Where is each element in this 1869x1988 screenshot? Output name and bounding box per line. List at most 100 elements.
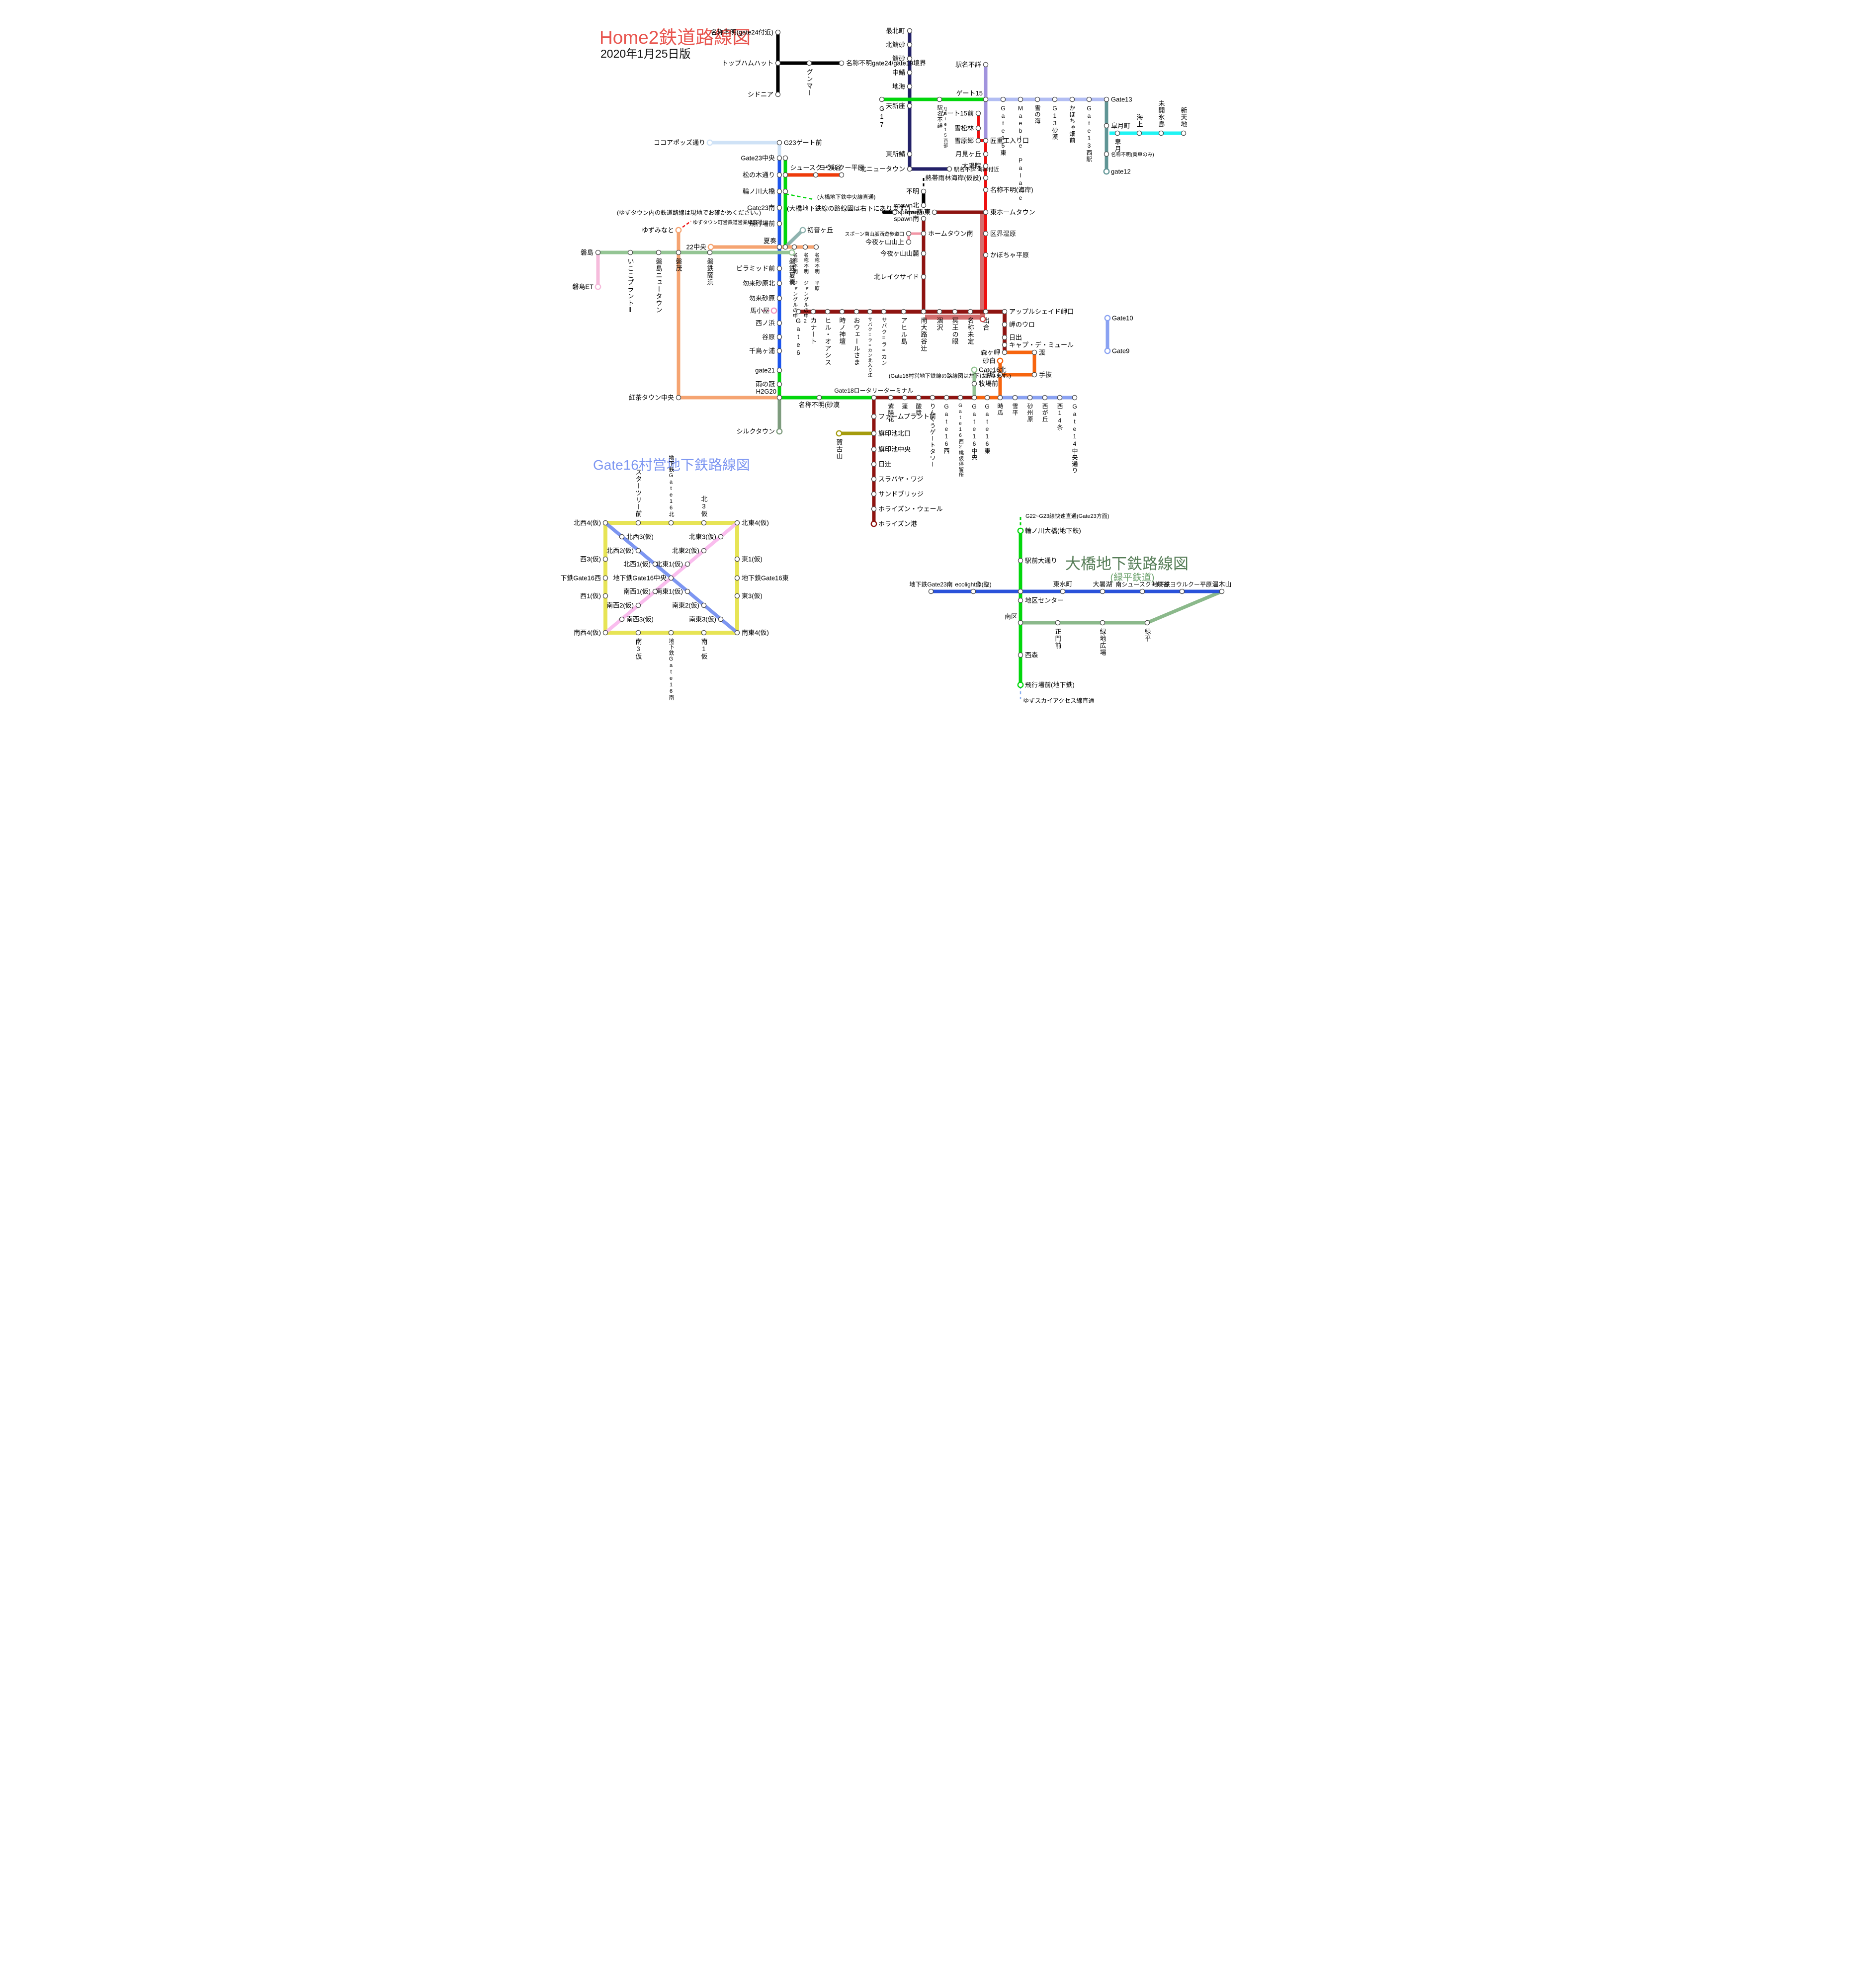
station-label-いここプラントⅡ: いここプラントⅡ bbox=[627, 258, 634, 315]
station-label-区界湿原: 区界湿原 bbox=[990, 230, 1016, 238]
station-label-初音ヶ丘: 初音ヶ丘 bbox=[807, 227, 833, 234]
station-label-温木山: 温木山 bbox=[1212, 580, 1231, 588]
station-dot-北東4(仮) bbox=[734, 520, 740, 526]
station-label-北東4(仮): 北東4(仮) bbox=[742, 519, 769, 527]
station-label-砂白: 砂白 bbox=[983, 357, 996, 365]
station-label-Gate14中央通り: Gate14中央通り bbox=[1071, 403, 1078, 474]
station-dot-ゲート15前 bbox=[975, 110, 981, 116]
station-dot-東ホームタウン bbox=[983, 209, 989, 215]
station-dot-Maeble Palace bbox=[1018, 96, 1023, 102]
station-label-中鯖: 中鯖 bbox=[892, 69, 905, 77]
station-label-ファームプラント前: ファームプラント前 bbox=[878, 413, 936, 420]
station-dot-南3仮 bbox=[635, 630, 641, 636]
station-label-磐茂: 磐茂 bbox=[675, 258, 682, 272]
station-label-北3仮: 北3仮 bbox=[700, 496, 708, 517]
station-dot bbox=[782, 188, 788, 194]
station-dot-駅名不詳 海岸付近 bbox=[946, 166, 952, 172]
station-label-カナート: カナート bbox=[810, 317, 817, 345]
station-dot bbox=[782, 172, 788, 178]
station-dot-H2G20 bbox=[776, 395, 782, 401]
station-label-シドニア: シドニア bbox=[748, 91, 773, 98]
station-label-名称不明(砂漠: 名称不明(砂漠 bbox=[799, 401, 840, 409]
station-dot-北西2(仮) bbox=[635, 548, 641, 554]
station-label-紫陽花: 紫陽花 bbox=[887, 403, 894, 422]
station-layer: 名称不明(gate24付近)トップハムハットシドニアグンマー名称不明gate24… bbox=[561, 27, 1232, 701]
station-dot-北レイクサイド bbox=[921, 274, 927, 280]
line-dash-green-ohashi bbox=[785, 193, 814, 200]
station-label-北西4(仮): 北西4(仮) bbox=[574, 519, 601, 527]
station-dot-G13砂漠 bbox=[1052, 96, 1058, 102]
station-dot-アップルシェイド岬口 bbox=[1002, 309, 1008, 315]
station-label-ピラミッド前: ピラミッド前 bbox=[736, 265, 775, 272]
station-label-東1(仮): 東1(仮) bbox=[742, 556, 763, 563]
station-dot-ヨウルクー平原 bbox=[839, 172, 845, 178]
station-label-名称未定: 名称未定 bbox=[967, 317, 974, 345]
station-dot-砂城 bbox=[997, 372, 1003, 378]
station-dot-ピラミッド前 bbox=[776, 265, 782, 271]
station-label-シルクタウン: シルクタウン bbox=[737, 428, 775, 435]
station-dot-地下鉄Gate16西 bbox=[602, 575, 608, 581]
station-label-北東3(仮): 北東3(仮) bbox=[689, 533, 716, 541]
station-label-駅前大通り: 駅前大通り bbox=[1025, 557, 1057, 565]
station-label-Gate13西駅: Gate13西駅 bbox=[1086, 105, 1093, 163]
station-dot-馬小屋 bbox=[770, 307, 777, 314]
station-label-砂城: 砂城 bbox=[983, 371, 996, 379]
station-dot-北西3(仮) bbox=[619, 534, 625, 540]
station-dot-西が丘 bbox=[1042, 395, 1048, 401]
station-dot-Gate16西2桃仮停留所 bbox=[957, 395, 963, 401]
station-dot-G23ゲート前 bbox=[776, 140, 782, 146]
station-dot-シュースクー渓谷 bbox=[813, 172, 819, 178]
station-label-Gate18ロータリーターミナル: Gate18ロータリーターミナル bbox=[834, 387, 913, 394]
station-dot-牧場前 bbox=[971, 381, 977, 387]
station-label-正門前: 正門前 bbox=[1054, 628, 1062, 649]
station-label-地区センター: 地区センター bbox=[1025, 597, 1064, 604]
line-ohashi-pale bbox=[1020, 589, 1223, 625]
station-label-キャプ・デ・ミュール: キャプ・デ・ミュール bbox=[1009, 341, 1074, 349]
station-dot-南西4(仮) bbox=[602, 630, 608, 636]
station-label-勿来砂原北: 勿来砂原北 bbox=[743, 280, 775, 287]
station-label-南3仮: 南3仮 bbox=[635, 638, 642, 660]
station-dot-南西1(仮) bbox=[652, 588, 658, 594]
station-dot-西森 bbox=[1018, 652, 1023, 658]
station-label-名称不明 平原: 名称不明 平原 bbox=[814, 252, 820, 291]
station-label-サバク=ラ=カン北入り江: サバク=ラ=カン北入り江 bbox=[867, 317, 872, 378]
station-label-スラバヤ・ワジ: スラバヤ・ワジ bbox=[878, 476, 924, 483]
station-label-太陽院: 太陽院 bbox=[962, 163, 981, 170]
station-dot-不明 bbox=[921, 188, 927, 194]
station-dot-千鳥ヶ浦 bbox=[776, 348, 782, 354]
station-dot-南大路谷辻 bbox=[921, 309, 927, 315]
station-label-ホライズン港: ホライズン港 bbox=[878, 520, 917, 528]
station-dot-地下鉄Gate16東 bbox=[734, 575, 740, 581]
note-label: (Gate16村営地下鉄線の路線図は左下にあります。) bbox=[889, 372, 1011, 379]
station-label-今夜ヶ山山上: 今夜ヶ山山上 bbox=[865, 239, 904, 246]
station-label-かぼちゃ平原: かぼちゃ平原 bbox=[990, 251, 1029, 259]
station-dot-匠重工入り口 bbox=[983, 138, 989, 144]
station-label-雪松林: 雪松林 bbox=[954, 125, 974, 132]
station-dot-輪ノ川大橋 bbox=[776, 188, 782, 194]
station-dot-地下鉄ヨウルクー平原 bbox=[1179, 588, 1185, 594]
station-label-22中央: 22中央 bbox=[686, 244, 706, 251]
station-label-雪原郷: 雪原郷 bbox=[954, 137, 974, 145]
station-dot-北ニュータウン bbox=[907, 166, 913, 172]
station-dot-旗印池北口 bbox=[871, 430, 877, 436]
station-label-Maeble Palace: Maeble Palace bbox=[1017, 105, 1024, 202]
line-hatsune-diag bbox=[783, 228, 805, 249]
station-dot-グンマー bbox=[806, 60, 812, 66]
station-label-サバク=ラ=カン: サバク=ラ=カン bbox=[881, 317, 887, 366]
station-label-日出: 日出 bbox=[1009, 334, 1022, 341]
station-dot-南西2(仮) bbox=[635, 602, 641, 608]
station-label-地海: 地海 bbox=[892, 83, 905, 90]
station-dot-ゆずみなと bbox=[675, 227, 682, 234]
note-label: ゆずスカイアクセス線直通 bbox=[1023, 697, 1094, 704]
station-dot-飛行場前(地下鉄) bbox=[1017, 681, 1024, 688]
station-label-大暑湖: 大暑湖 bbox=[1093, 580, 1112, 588]
station-dot-地下鉄Gate16中央 bbox=[668, 575, 674, 581]
station-dot-手抜 bbox=[1031, 372, 1037, 378]
station-dot-ゲート15 bbox=[983, 96, 989, 102]
station-dot-Gate23中央 bbox=[776, 155, 782, 161]
station-label-ココアポッズ通り: ココアポッズ通り bbox=[654, 139, 705, 147]
station-dot-シドニア bbox=[775, 91, 781, 97]
station-dot-磐島 bbox=[595, 249, 601, 255]
station-dot-月見ヶ丘 bbox=[983, 151, 989, 157]
station-label-賀古山: 賀古山 bbox=[836, 439, 843, 460]
